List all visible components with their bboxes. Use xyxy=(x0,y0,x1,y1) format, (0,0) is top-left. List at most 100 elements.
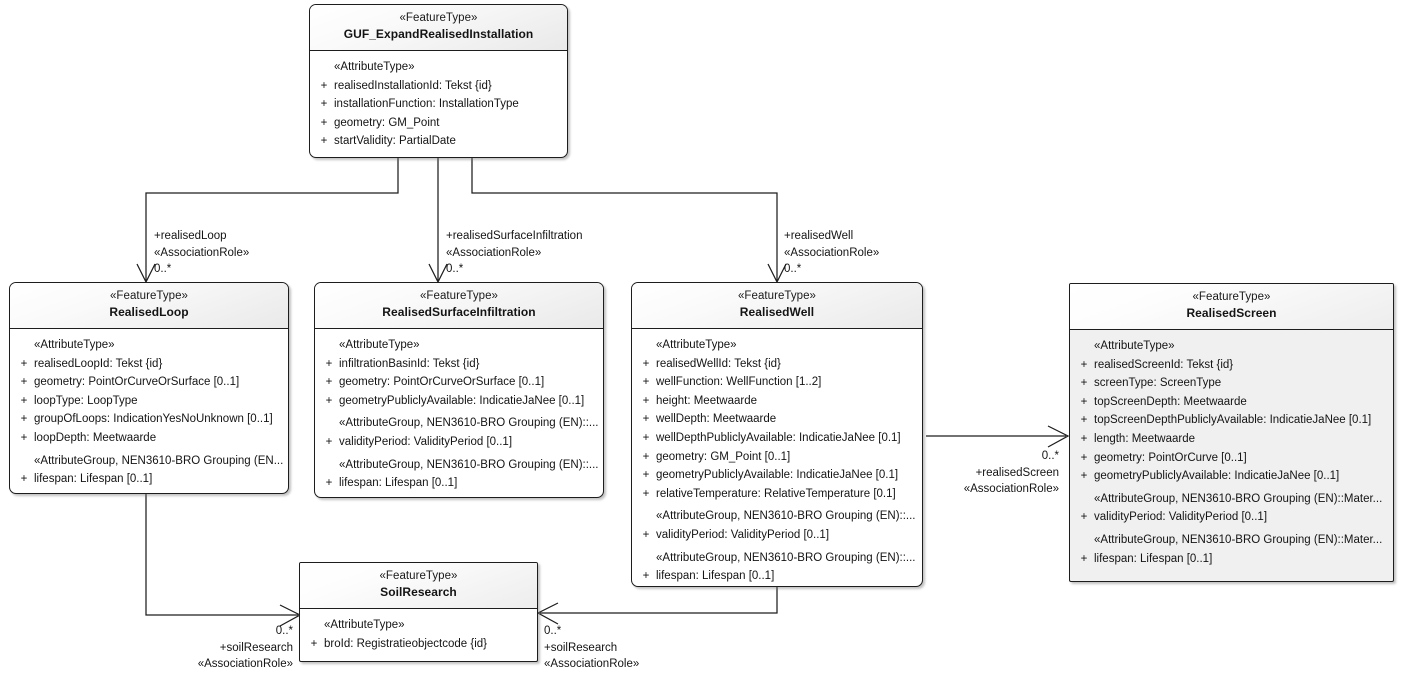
association-label-realisedscreen: 0..* +realisedScreen «AssociationRole» xyxy=(906,448,1059,498)
attribute-row: + geometryPubliclyAvailable: IndicatieJa… xyxy=(319,392,599,411)
role-name: +soilResearch xyxy=(544,641,618,654)
class-stereotype: «FeatureType» xyxy=(1192,291,1271,303)
association-label-realisedwell: +realisedWell «AssociationRole» 0..* xyxy=(784,228,879,278)
attribute-text: broId: Registratieobjectcode {id} xyxy=(324,637,488,650)
class-body: «AttributeType» + realisedWellId: Tekst … xyxy=(632,329,922,586)
visibility-marker: + xyxy=(642,450,650,463)
class-name: GUF_ExpandRealisedInstallation xyxy=(343,27,534,42)
attribute-text: lifespan: Lifespan [0..1] xyxy=(339,477,458,490)
visibility-marker: + xyxy=(20,473,28,486)
attribute-text: wellDepthPubliclyAvailable: IndicatieJaN… xyxy=(656,431,901,444)
visibility-marker: + xyxy=(642,413,650,426)
class-body: «AttributeType» + realisedLoopId: Tekst … xyxy=(10,329,288,493)
class-body: «AttributeType» + infiltrationBasinId: T… xyxy=(315,329,603,497)
attribute-row: + lifespan: Lifespan [0..1] xyxy=(636,567,918,586)
visibility-marker: + xyxy=(1080,451,1088,464)
attribute-text: infiltrationBasinId: Tekst {id} xyxy=(339,357,480,370)
attribute-text: screenType: ScreenType xyxy=(1094,377,1222,390)
attribute-row: + screenType: ScreenType xyxy=(1074,374,1389,393)
attribute-text: loopType: LoopType xyxy=(34,394,138,407)
role-multiplicity: 0..* xyxy=(1041,450,1059,462)
attribute-group-label: «AttributeType» xyxy=(339,339,420,351)
visibility-marker: + xyxy=(642,528,650,541)
attribute-row: + geometry: PointOrCurveOrSurface [0..1] xyxy=(319,373,599,392)
class-realisedsurfaceinfiltration[interactable]: «FeatureType» RealisedSurfaceInfiltratio… xyxy=(314,282,604,498)
attribute-row: + geometry: PointOrCurve [0..1] xyxy=(1074,449,1389,468)
attribute-row: + topScreenDepth: Meetwaarde xyxy=(1074,393,1389,412)
association-label-realisedsurfaceinfiltration: +realisedSurfaceInfiltration «Associatio… xyxy=(446,228,582,278)
attribute-group-label: «AttributeGroup, NEN3610-BRO Grouping (E… xyxy=(339,458,599,471)
class-name: RealisedWell xyxy=(739,305,815,320)
class-header: «FeatureType» RealisedLoop xyxy=(10,283,288,329)
visibility-marker: + xyxy=(1080,432,1088,445)
attribute-group-label: «AttributeGroup, NEN3610-BRO Grouping (E… xyxy=(656,551,916,564)
visibility-marker: + xyxy=(642,357,650,370)
attribute-text: validityPeriod: ValidityPeriod [0..1] xyxy=(1094,511,1268,524)
class-soilresearch[interactable]: «FeatureType» SoilResearch «AttributeTyp… xyxy=(299,562,538,662)
visibility-marker: + xyxy=(325,477,333,490)
attribute-group-label: «AttributeType» xyxy=(34,339,115,351)
connector-guf-to-realisedloop xyxy=(145,157,399,281)
role-multiplicity: 0..* xyxy=(275,625,293,637)
attribute-row: + wellDepth: Meetwaarde xyxy=(636,410,918,429)
attribute-row: + geometry: GM_Point xyxy=(314,114,563,133)
role-multiplicity: 0..* xyxy=(154,263,172,275)
visibility-marker: + xyxy=(642,394,650,407)
attribute-text: geometryPubliclyAvailable: IndicatieJaNe… xyxy=(1094,470,1340,483)
visibility-marker: + xyxy=(1080,511,1088,524)
attribute-row: + realisedWellId: Tekst {id} xyxy=(636,355,918,374)
role-name: +soilResearch xyxy=(219,641,293,654)
attribute-text: lifespan: Lifespan [0..1] xyxy=(34,473,153,486)
attribute-group-label: «AttributeType» xyxy=(1094,340,1175,352)
attribute-row: + geometryPubliclyAvailable: IndicatieJa… xyxy=(1074,467,1389,486)
class-stereotype: «FeatureType» xyxy=(737,290,816,302)
role-stereotype: «AssociationRole» xyxy=(446,246,542,259)
attribute-text: geometryPubliclyAvailable: IndicatieJaNe… xyxy=(339,394,585,407)
class-name: RealisedScreen xyxy=(1186,306,1277,321)
attribute-row: + infiltrationBasinId: Tekst {id} xyxy=(319,355,599,374)
attribute-row: + loopType: LoopType xyxy=(14,392,284,411)
class-realisedwell[interactable]: «FeatureType» RealisedWell «AttributeTyp… xyxy=(631,282,923,587)
role-name: +realisedWell xyxy=(784,230,854,242)
attribute-row: + topScreenDepthPubliclyAvailable: Indic… xyxy=(1074,411,1389,430)
visibility-marker: + xyxy=(1080,395,1088,408)
attribute-text: lifespan: Lifespan [0..1] xyxy=(656,570,775,583)
visibility-marker: + xyxy=(642,570,650,583)
attribute-text: geometryPubliclyAvailable: IndicatieJaNe… xyxy=(656,469,899,482)
class-guf-expandrealisedinstallation[interactable]: «FeatureType» GUF_ExpandRealisedInstalla… xyxy=(309,4,568,158)
attribute-row: + realisedInstallationId: Tekst {id} xyxy=(314,77,563,96)
visibility-marker: + xyxy=(642,487,650,500)
role-name: +realisedLoop xyxy=(154,230,227,242)
visibility-marker: + xyxy=(20,376,28,389)
attribute-row: + lifespan: Lifespan [0..1] xyxy=(14,470,284,489)
visibility-marker: + xyxy=(642,431,650,444)
attribute-text: topScreenDepthPubliclyAvailable: Indicat… xyxy=(1094,414,1372,427)
visibility-marker: + xyxy=(325,394,333,407)
role-multiplicity: 0..* xyxy=(784,263,802,275)
visibility-marker: + xyxy=(320,79,328,92)
role-name: +realisedSurfaceInfiltration xyxy=(446,230,583,242)
class-header: «FeatureType» RealisedScreen xyxy=(1070,284,1393,330)
attribute-row: + groupOfLoops: IndicationYesNoUnknown [… xyxy=(14,410,284,429)
attribute-row: + validityPeriod: ValidityPeriod [0..1] xyxy=(1074,508,1389,527)
attribute-group-label: «AttributeType» xyxy=(656,339,737,351)
class-realisedscreen[interactable]: «FeatureType» RealisedScreen «AttributeT… xyxy=(1069,283,1394,582)
class-stereotype: «FeatureType» xyxy=(109,290,188,302)
class-realisedloop[interactable]: «FeatureType» RealisedLoop «AttributeTyp… xyxy=(9,282,289,494)
attribute-group-label: «AttributeGroup, NEN3610-BRO Grouping (E… xyxy=(656,510,916,523)
attribute-group-label: «AttributeGroup, NEN3610-BRO Grouping (E… xyxy=(339,417,599,430)
attribute-row: + loopDepth: Meetwaarde xyxy=(14,429,284,448)
attribute-group-label: «AttributeType» xyxy=(334,61,415,73)
attribute-text: realisedWellId: Tekst {id} xyxy=(656,357,781,370)
attribute-row: + lifespan: Lifespan [0..1] xyxy=(319,474,599,493)
visibility-marker: + xyxy=(1080,414,1088,427)
connector-guf-to-realisedwell xyxy=(471,157,778,281)
attribute-row: + wellDepthPubliclyAvailable: IndicatieJ… xyxy=(636,429,918,448)
attribute-text: geometry: PointOrCurveOrSurface [0..1] xyxy=(34,376,240,389)
attribute-text: startValidity: PartialDate xyxy=(334,135,456,148)
role-stereotype: «AssociationRole» xyxy=(154,246,250,259)
attribute-text: topScreenDepth: Meetwaarde xyxy=(1094,395,1247,408)
role-multiplicity: 0..* xyxy=(544,625,562,637)
